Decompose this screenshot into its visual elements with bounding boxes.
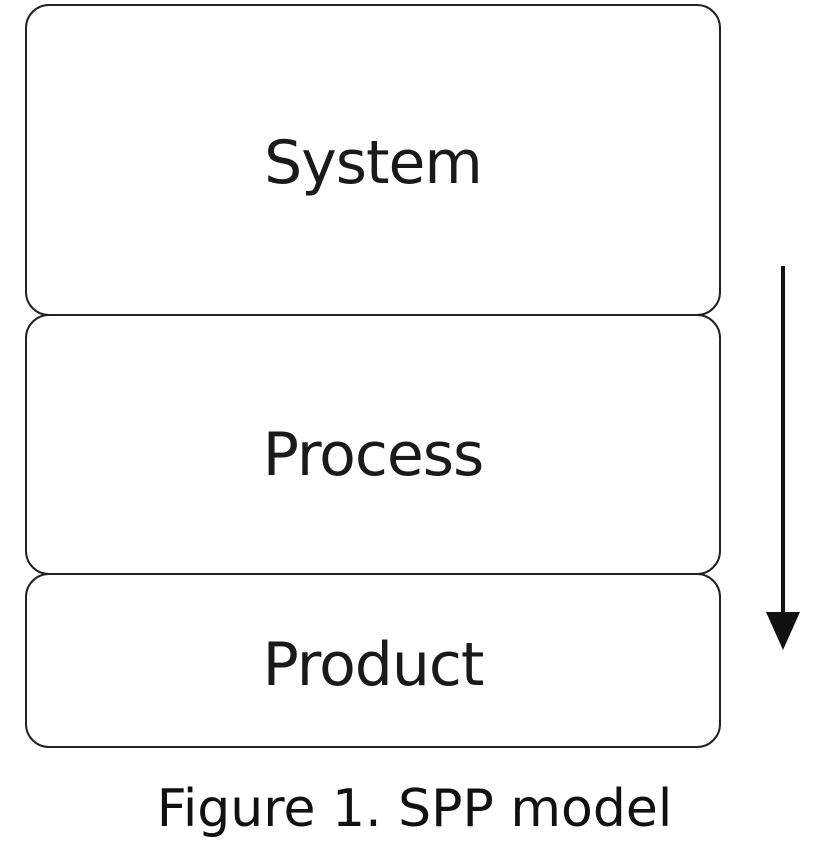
system-layer-label: System xyxy=(264,128,483,198)
product-layer-box: Product xyxy=(25,573,721,748)
arrow-head xyxy=(766,612,800,650)
process-layer-label: Process xyxy=(262,419,485,490)
down-arrow-icon xyxy=(766,266,800,650)
product-layer-label: Product xyxy=(262,629,485,700)
process-layer-box: Process xyxy=(25,314,721,575)
figure-caption: Figure 1. SPP model xyxy=(156,779,673,839)
system-layer-box: System xyxy=(25,4,721,316)
